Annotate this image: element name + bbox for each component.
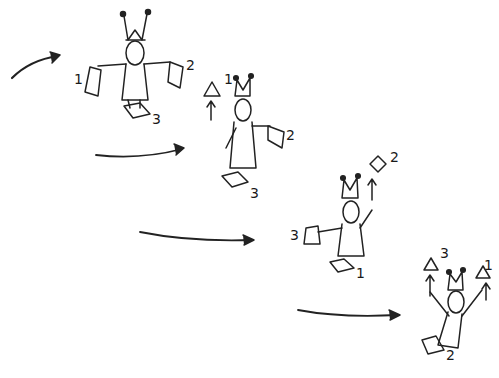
callout-number: 3 bbox=[152, 112, 161, 126]
callout-number: 1 bbox=[356, 266, 365, 280]
callout-number: 2 bbox=[186, 58, 195, 72]
callout-number: 2 bbox=[446, 348, 455, 362]
callout-number: 2 bbox=[286, 128, 295, 142]
callout-number: 3 bbox=[290, 228, 299, 242]
callout-number: 1 bbox=[74, 72, 83, 86]
callout-number: 2 bbox=[390, 150, 399, 164]
callout-number: 1 bbox=[224, 72, 233, 86]
callout-number: 3 bbox=[250, 186, 259, 200]
callout-number: 3 bbox=[440, 246, 449, 260]
callout-number: 1 bbox=[484, 258, 493, 272]
